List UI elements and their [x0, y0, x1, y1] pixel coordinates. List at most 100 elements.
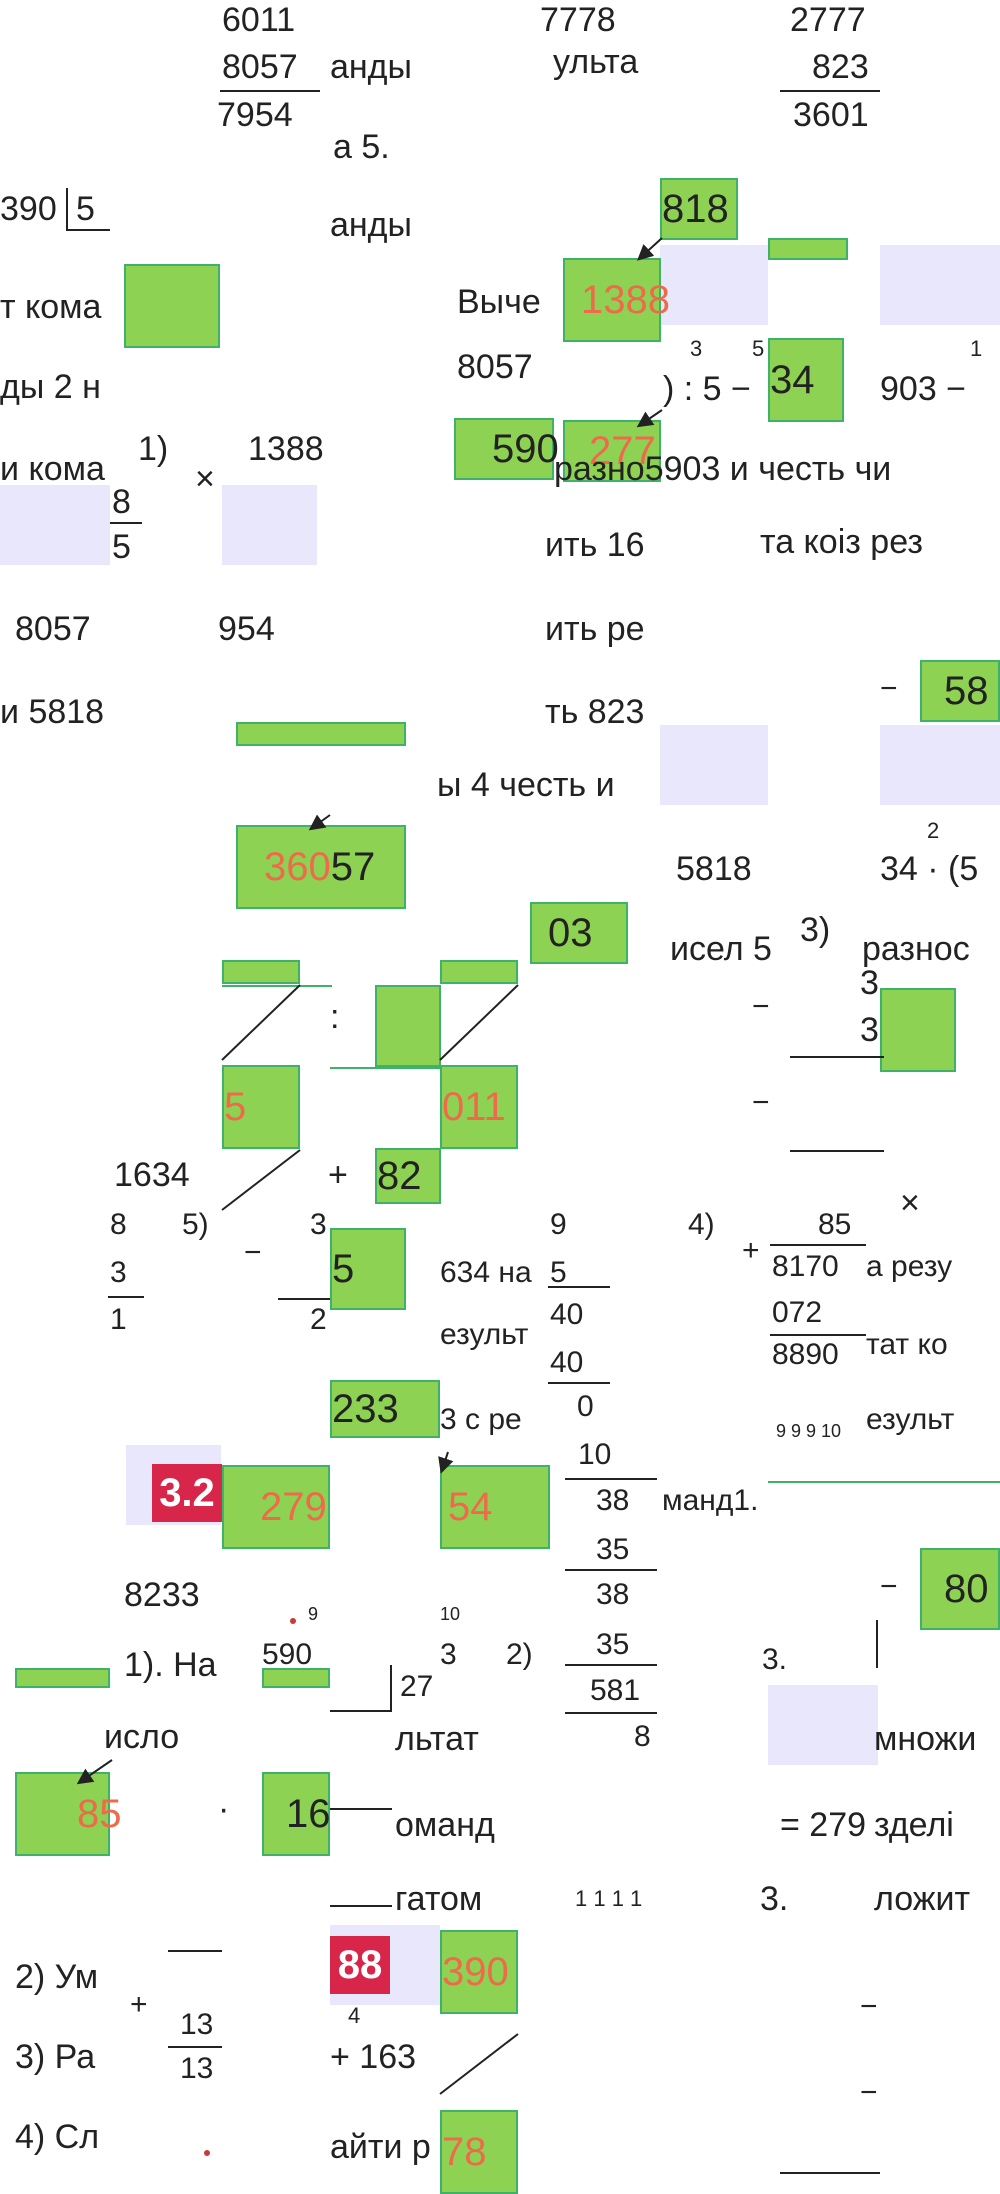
- answer-box[interactable]: 78: [440, 2110, 518, 2194]
- fraction-line: [110, 522, 142, 524]
- text-fragment: исел 5: [670, 930, 772, 968]
- number-7778: 7778: [540, 1, 616, 39]
- fraction-line: [108, 1296, 144, 1298]
- sum-line: [770, 1334, 866, 1336]
- answer-box[interactable]: 390: [440, 1930, 518, 2014]
- text-fragment: т кома: [0, 288, 102, 326]
- answer-box-small[interactable]: [222, 960, 300, 984]
- number-8170: 8170: [772, 1250, 839, 1283]
- answer-box-small[interactable]: [15, 1668, 110, 1688]
- answer-box[interactable]: 590: [454, 418, 559, 480]
- superscript-1: 1: [970, 336, 983, 361]
- text-fragment: 2) Ум: [15, 1958, 99, 1996]
- text-fragment: 634 на: [440, 1256, 532, 1289]
- number-10: 10: [578, 1438, 612, 1471]
- minus-sign: −: [880, 1570, 898, 1603]
- minus-sign: −: [244, 1236, 262, 1269]
- placeholder-tile: [880, 725, 1000, 805]
- answer-box[interactable]: 279: [222, 1465, 330, 1549]
- digit-3: 3: [440, 1638, 457, 1671]
- number-954: 954: [218, 610, 275, 648]
- answer-box[interactable]: 011: [440, 1065, 518, 1149]
- expression-fragment: = 279: [780, 1806, 867, 1844]
- answer-box[interactable]: 277: [563, 420, 661, 482]
- text-fragment: гатом: [395, 1880, 483, 1918]
- answer-box[interactable]: 58: [920, 660, 1000, 722]
- answer-box[interactable]: 818: [660, 178, 738, 240]
- digit-0: 0: [577, 1390, 594, 1423]
- answer-box-small[interactable]: [768, 238, 848, 260]
- division-line: [330, 1905, 392, 1907]
- digit-3: 3: [310, 1208, 327, 1241]
- division-line: [330, 1808, 392, 1810]
- number-8890: 8890: [772, 1338, 839, 1371]
- text-fragment: льтат: [395, 1720, 479, 1758]
- number-38: 38: [596, 1578, 630, 1611]
- answer-box-small[interactable]: [236, 722, 406, 746]
- expression-fragment: ) : 5 −: [663, 370, 751, 408]
- multiply-sign: ×: [195, 460, 215, 498]
- superscript-10: 10: [440, 1604, 461, 1624]
- text-fragment: Выче: [457, 283, 541, 321]
- placeholder-tile: [660, 245, 768, 325]
- sum-line: [220, 90, 320, 92]
- divider: [330, 1067, 440, 1069]
- plus-sign: +: [742, 1234, 760, 1267]
- multiply-sign: ×: [900, 1184, 920, 1222]
- answer-box[interactable]: [124, 264, 220, 348]
- answer-box[interactable]: 54: [440, 1465, 550, 1549]
- step-number: 3.: [760, 1880, 789, 1918]
- superscript-9: 9: [308, 1604, 319, 1624]
- answer-box[interactable]: 16: [262, 1772, 331, 1856]
- division-bar: [876, 1620, 878, 1668]
- text-fragment: и кома: [0, 450, 105, 488]
- step-badge: 3.2: [152, 1464, 222, 1522]
- placeholder-tile: [0, 485, 110, 565]
- step-label: 5): [182, 1208, 209, 1241]
- number-072: 072: [772, 1296, 823, 1329]
- expression-fragment: 34 · (5: [880, 850, 979, 888]
- answer-box-small[interactable]: [440, 960, 518, 984]
- answer-box[interactable]: 1388: [563, 258, 670, 342]
- sum-line: [780, 90, 880, 92]
- text-fragment: ть 823: [545, 693, 645, 731]
- placeholder-tile: [222, 485, 317, 565]
- text-fragment: и 5818: [0, 693, 105, 731]
- answer-box[interactable]: 80: [920, 1548, 1000, 1630]
- subtract-line: [565, 1664, 657, 1666]
- text-fragment: оманд: [395, 1806, 495, 1844]
- step-label: 3): [800, 911, 831, 949]
- number-35: 35: [596, 1533, 630, 1566]
- answer-box[interactable]: [880, 988, 956, 1072]
- superscript-5: 5: [752, 336, 765, 361]
- error-dot: [204, 2150, 210, 2156]
- text-fragment: исло: [104, 1718, 180, 1756]
- superscript-3: 3: [690, 336, 703, 361]
- answer-box[interactable]: 5: [330, 1228, 406, 1310]
- minus-sign: −: [880, 672, 898, 705]
- expression-fragment: + 163: [330, 2038, 417, 2076]
- carry-digits: 9 9 9 10: [776, 1421, 842, 1441]
- number-38: 38: [596, 1484, 630, 1517]
- placeholder-tile: [880, 245, 1000, 325]
- text-fragment: езульт: [440, 1318, 529, 1351]
- minus-sign: −: [752, 990, 770, 1023]
- answer-box[interactable]: [375, 985, 441, 1067]
- number-6011: 6011: [222, 1, 296, 39]
- answer-box[interactable]: 5: [222, 1065, 300, 1149]
- answer-box[interactable]: 03: [530, 902, 628, 964]
- dot-sign: ·: [218, 1790, 230, 1828]
- text-fragment: а резу: [866, 1250, 953, 1283]
- digit-9: 9: [550, 1208, 567, 1241]
- number-35: 35: [596, 1628, 630, 1661]
- text-fragment: 3) Ра: [15, 2038, 96, 2076]
- divisor-5: 5: [76, 190, 95, 228]
- answer-box-small[interactable]: [262, 1668, 330, 1688]
- answer-box[interactable]: 82: [375, 1148, 441, 1204]
- fraction-numerator: 8: [112, 483, 131, 521]
- text-fragment: 1). На: [124, 1646, 217, 1684]
- number-1634: 1634: [114, 1156, 190, 1194]
- answer-box[interactable]: 34: [768, 338, 844, 422]
- answer-box[interactable]: 233: [330, 1380, 440, 1438]
- answer-box[interactable]: 85: [15, 1772, 122, 1856]
